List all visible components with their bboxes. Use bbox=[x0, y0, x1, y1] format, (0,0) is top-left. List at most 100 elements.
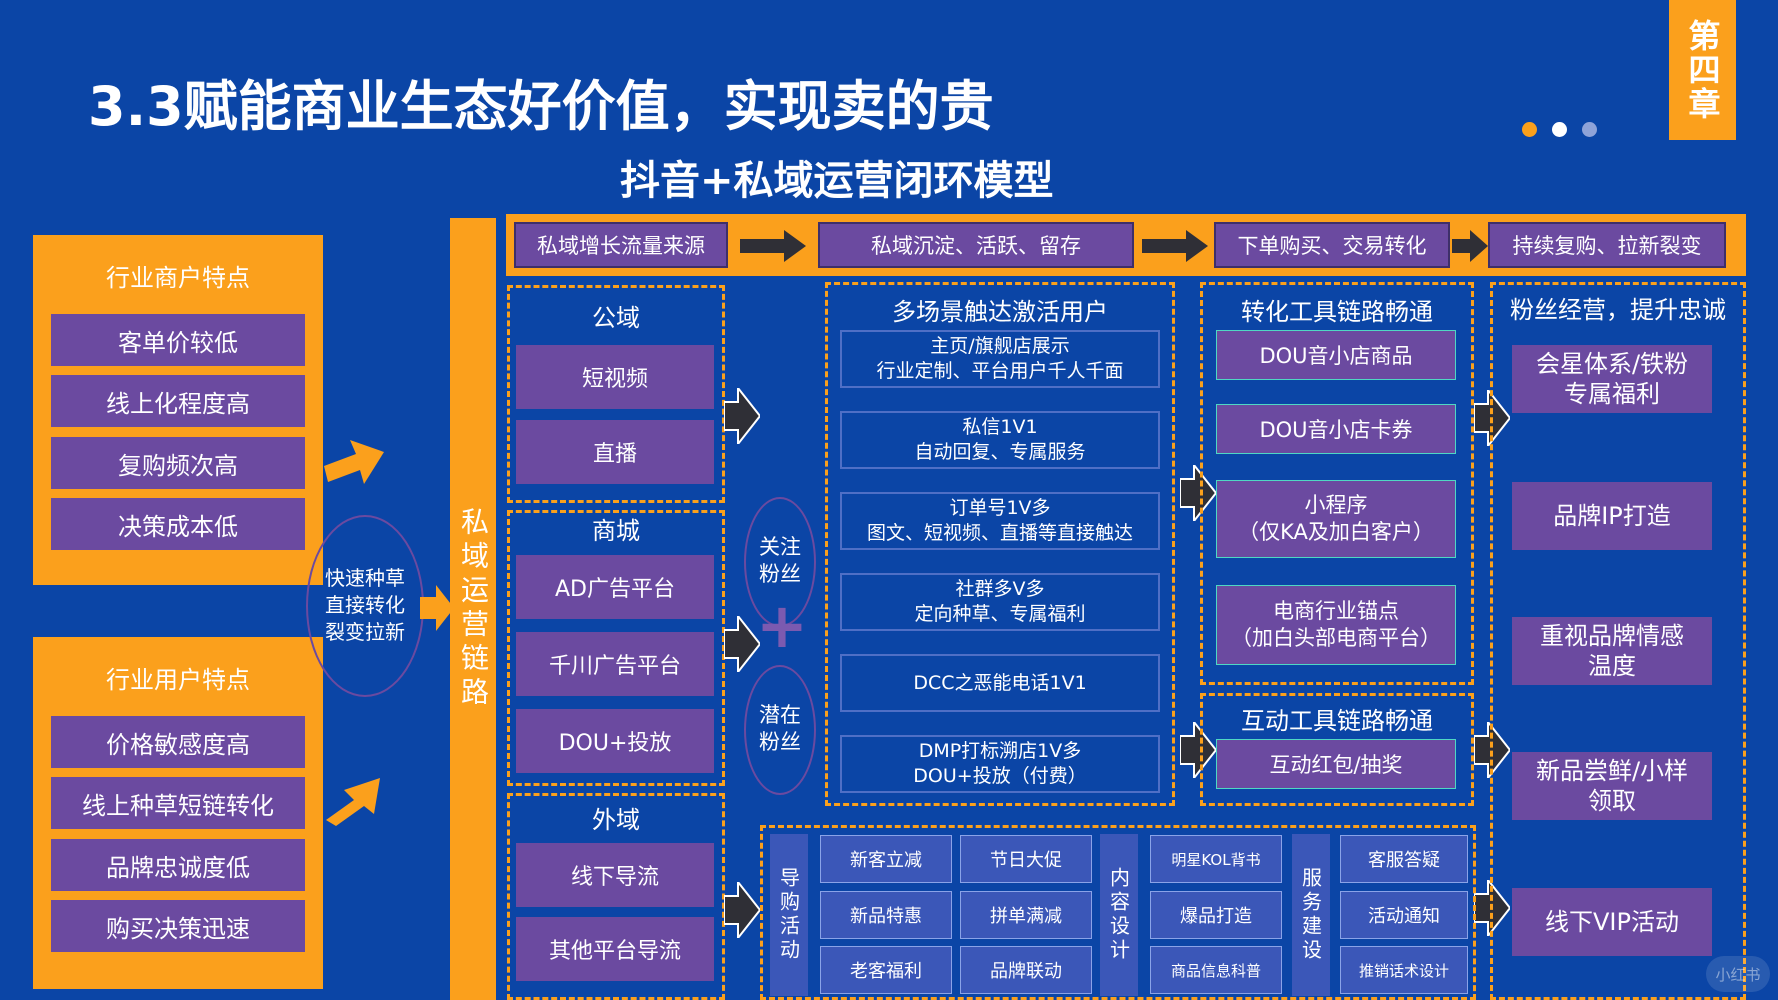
arrow-icon bbox=[324, 440, 384, 484]
scene-group bbox=[825, 282, 1175, 806]
conversion-title: 转化工具链路畅通 bbox=[1241, 298, 1433, 326]
loyalty-item-line: 会星体系/铁粉 bbox=[1535, 350, 1689, 378]
scene-item-line: 图文、短视频、直播等直接触达 bbox=[866, 522, 1133, 544]
arrow-icon bbox=[1452, 230, 1488, 262]
loyalty-item: 重视品牌情感温度 bbox=[1512, 617, 1712, 685]
page-indicator-dot-active[interactable] bbox=[1522, 122, 1537, 137]
merchant-item: 复购频次高 bbox=[51, 437, 305, 489]
loyalty-item: 品牌IP打造 bbox=[1512, 482, 1712, 550]
flow-step: 持续复购、拉新裂变 bbox=[1488, 222, 1726, 268]
user-item: 价格敏感度高 bbox=[51, 716, 305, 768]
scene-item-line: 社群多V多 bbox=[955, 578, 1045, 600]
guide-item: 新品特惠 bbox=[820, 891, 952, 939]
page-indicator-dot[interactable] bbox=[1552, 122, 1567, 137]
scene-title: 多场景触达激活用户 bbox=[892, 298, 1108, 326]
scene-item: DCC之恶能电话1V1 bbox=[840, 654, 1160, 712]
guide-label: 导购活动 bbox=[770, 834, 808, 996]
watermark-text: 小红书 bbox=[1715, 965, 1761, 984]
external-item: 其他平台导流 bbox=[516, 917, 714, 981]
conversion-item: 电商行业锚点（加白头部电商平台） bbox=[1216, 585, 1456, 665]
scene-item-line: DMP打标溯店1V多 bbox=[918, 740, 1082, 762]
loyalty-item-line: 品牌IP打造 bbox=[1553, 502, 1671, 530]
scene-item: 私信1V1 自动回复、专属服务 bbox=[840, 411, 1160, 469]
interaction-item: 互动红包/抽奖 bbox=[1216, 739, 1456, 789]
loyalty-item-line: 温度 bbox=[1588, 652, 1636, 680]
user-item: 线上种草短链转化 bbox=[51, 777, 305, 829]
conversion-item-line: 电商行业锚点 bbox=[1273, 599, 1399, 623]
strategy-text: 快速种草 直接转化 裂变拉新 bbox=[300, 565, 430, 646]
loyalty-item: 会星体系/铁粉专属福利 bbox=[1512, 345, 1712, 413]
merchant-item: 客单价较低 bbox=[51, 314, 305, 366]
conversion-item: DOU音小店卡券 bbox=[1216, 404, 1456, 454]
scene-item-line: 订单号1V多 bbox=[949, 497, 1051, 519]
public-domain-item: 直播 bbox=[516, 420, 714, 484]
mall-title: 商城 bbox=[592, 517, 640, 545]
public-domain-title: 公域 bbox=[592, 304, 640, 332]
strategy-line: 直接转化 bbox=[325, 593, 405, 617]
content-item: 明星KOL背书 bbox=[1150, 835, 1282, 883]
mall-item: 千川广告平台 bbox=[516, 632, 714, 696]
page-indicator-dot[interactable] bbox=[1582, 122, 1597, 137]
guide-item: 拼单满减 bbox=[960, 891, 1092, 939]
arrow-icon bbox=[724, 882, 760, 938]
loyalty-item-line: 领取 bbox=[1588, 787, 1636, 815]
service-item: 推销话术设计 bbox=[1340, 946, 1468, 994]
conversion-item: 小程序（仅KA及加白客户） bbox=[1216, 480, 1456, 558]
guide-item: 品牌联动 bbox=[960, 946, 1092, 994]
scene-item: DMP打标溯店1V多 DOU+投放（付费） bbox=[840, 735, 1160, 793]
scene-item-line: 定向种草、专属福利 bbox=[914, 603, 1086, 625]
loyalty-item-line: 重视品牌情感 bbox=[1540, 622, 1684, 650]
content-item: 商品信息科普 bbox=[1150, 946, 1282, 994]
content-item: 爆品打造 bbox=[1150, 891, 1282, 939]
guide-item: 老客福利 bbox=[820, 946, 952, 994]
conversion-item-line: DOU音小店商品 bbox=[1259, 344, 1413, 368]
private-domain-bar: 私域运营链路 bbox=[450, 218, 496, 1000]
page-subtitle: 抖音+私域运营闭环模型 bbox=[620, 158, 1054, 204]
flow-step: 私域沉淀、活跃、留存 bbox=[818, 222, 1134, 268]
follow-fans-text: 关注粉丝 bbox=[759, 535, 801, 586]
merchant-item: 线上化程度高 bbox=[51, 375, 305, 427]
external-title: 外域 bbox=[592, 806, 640, 834]
strategy-line: 快速种草 bbox=[325, 566, 405, 590]
flow-step: 下单购买、交易转化 bbox=[1214, 222, 1450, 268]
scene-item-line: 自动回复、专属服务 bbox=[914, 441, 1086, 463]
conversion-item: DOU音小店商品 bbox=[1216, 330, 1456, 380]
merchant-item: 决策成本低 bbox=[51, 498, 305, 550]
loyalty-item: 新品尝鲜/小样领取 bbox=[1512, 752, 1712, 820]
mall-item: DOU+投放 bbox=[516, 709, 714, 773]
page-title: 3.3赋能商业生态好价值，实现卖的贵 bbox=[88, 75, 994, 138]
arrow-icon bbox=[724, 616, 760, 672]
scene-item-line: 主页/旗舰店展示 bbox=[930, 335, 1070, 357]
service-label: 服务建设 bbox=[1292, 834, 1330, 996]
content-label: 内容设计 bbox=[1100, 834, 1138, 996]
scene-item-line: DOU+投放（付费） bbox=[913, 765, 1087, 787]
scene-item: 社群多V多定向种草、专属福利 bbox=[840, 573, 1160, 631]
private-domain-bar-label: 私域运营链路 bbox=[457, 507, 490, 711]
conversion-group bbox=[1200, 282, 1474, 685]
service-item: 活动通知 bbox=[1340, 891, 1468, 939]
operations-group bbox=[760, 825, 1476, 1000]
arrow-icon bbox=[420, 585, 454, 631]
loyalty-item-line: 线下VIP活动 bbox=[1545, 908, 1679, 936]
scene-item: 主页/旗舰店展示行业定制、平台用户千人千面 bbox=[840, 330, 1160, 388]
public-domain-item: 短视频 bbox=[516, 345, 714, 409]
watermark-logo: 小红书 bbox=[1706, 956, 1770, 992]
loyalty-group bbox=[1490, 282, 1746, 1000]
arrow-icon bbox=[1180, 465, 1216, 521]
interaction-title: 互动工具链路畅通 bbox=[1241, 707, 1433, 735]
service-item: 客服答疑 bbox=[1340, 835, 1468, 883]
chapter-tab-label: 第四章 bbox=[1683, 19, 1722, 121]
potential-fans-text: 潜在粉丝 bbox=[759, 703, 801, 754]
arrow-icon bbox=[1180, 722, 1216, 778]
public-domain-group bbox=[507, 285, 725, 503]
merchant-title: 行业商户特点 bbox=[106, 264, 250, 292]
conversion-item-line: （仅KA及加白客户） bbox=[1238, 520, 1434, 544]
potential-fans-label: 潜在粉丝 bbox=[744, 702, 816, 756]
user-title: 行业用户特点 bbox=[106, 666, 250, 694]
scene-item: 订单号1V多图文、短视频、直播等直接触达 bbox=[840, 492, 1160, 550]
external-item: 线下导流 bbox=[516, 843, 714, 907]
potential-fans-ellipse bbox=[744, 665, 816, 795]
arrow-icon bbox=[724, 388, 760, 444]
scene-item-line: 私信1V1 bbox=[962, 416, 1038, 438]
loyalty-item: 线下VIP活动 bbox=[1512, 888, 1712, 956]
